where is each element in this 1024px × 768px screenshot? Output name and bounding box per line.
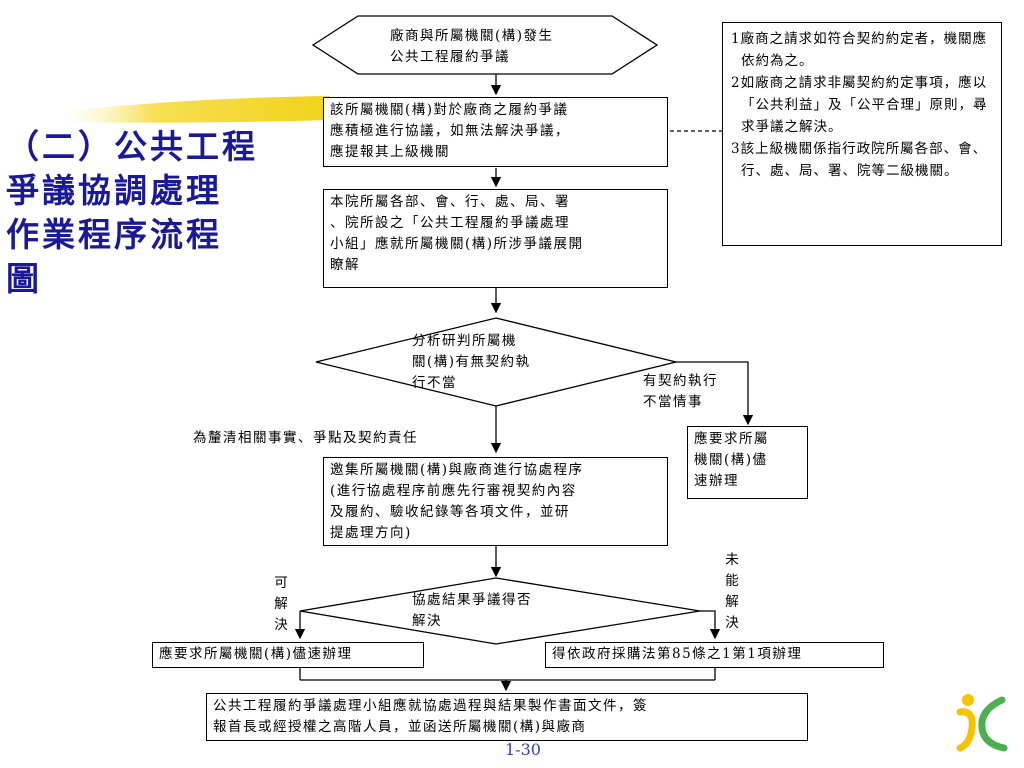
right-result-box: 得依政府採購法第85條之1第1項辦理 bbox=[545, 642, 884, 668]
left-result-box: 應要求所屬機關(構)儘速辦理 bbox=[152, 642, 424, 668]
decision2-text: 協處結果爭議得否 解決 bbox=[412, 592, 532, 629]
step2-committee-review: 本院所屬各部、會、行、處、局、署 、院所設之「公共工程履約爭議處理 小組」應就所… bbox=[323, 189, 668, 288]
solvable-label: 可 解 決 bbox=[274, 575, 288, 633]
notes-box: 1廠商之請求如符合契約約定者，機關應依約為之。 2如廠商之請求非屬契約約定事項，… bbox=[722, 22, 1002, 246]
note-item: 3該上級機關係指行政院所屬各部、會、行、處、局、署、院等二級機關。 bbox=[731, 141, 988, 179]
highlight-stroke bbox=[60, 96, 330, 123]
yes-contract-label: 有契約執行 不當情事 bbox=[643, 373, 718, 410]
step1-negotiation: 該所屬機關(構)對於廠商之履約爭議 應積極進行協議，如無法解決爭議， 應提報其上… bbox=[323, 97, 668, 167]
decision1-text: 分析研判所屬機 關(構)有無契約執 行不當 bbox=[412, 333, 531, 391]
yes-contract-box: 應要求所屬 機關(構)儘 速辦理 bbox=[687, 426, 808, 499]
note-item: 2如廠商之請求非屬契約約定事項，應以「公共利益」及「公平合理」原則，尋求爭議之解… bbox=[731, 75, 988, 135]
page-title: （二）公共工程 爭議協調處理 作業程序流程 圖 bbox=[6, 127, 258, 298]
unsolvable-label: 未 能 解 決 bbox=[725, 552, 739, 631]
start-node: 廠商與所屬機關(構)發生 公共工程履約爭議 bbox=[390, 28, 554, 65]
clarify-label: 為釐清相關事實、爭點及契約責任 bbox=[193, 430, 418, 446]
agency-logo-icon bbox=[956, 694, 1008, 752]
step3-mediation: 邀集所屬機關(構)與廠商進行協處程序 (進行協處程序前應先行審視契約內容 及履約… bbox=[323, 457, 668, 546]
note-item: 1廠商之請求如符合契約約定者，機關應依約為之。 bbox=[731, 31, 988, 69]
page-number: 1-30 bbox=[505, 740, 541, 759]
final-report-box: 公共工程履約爭議處理小組應就協處過程與結果製作書面文件，簽 報首長或經授權之高階… bbox=[206, 693, 808, 741]
